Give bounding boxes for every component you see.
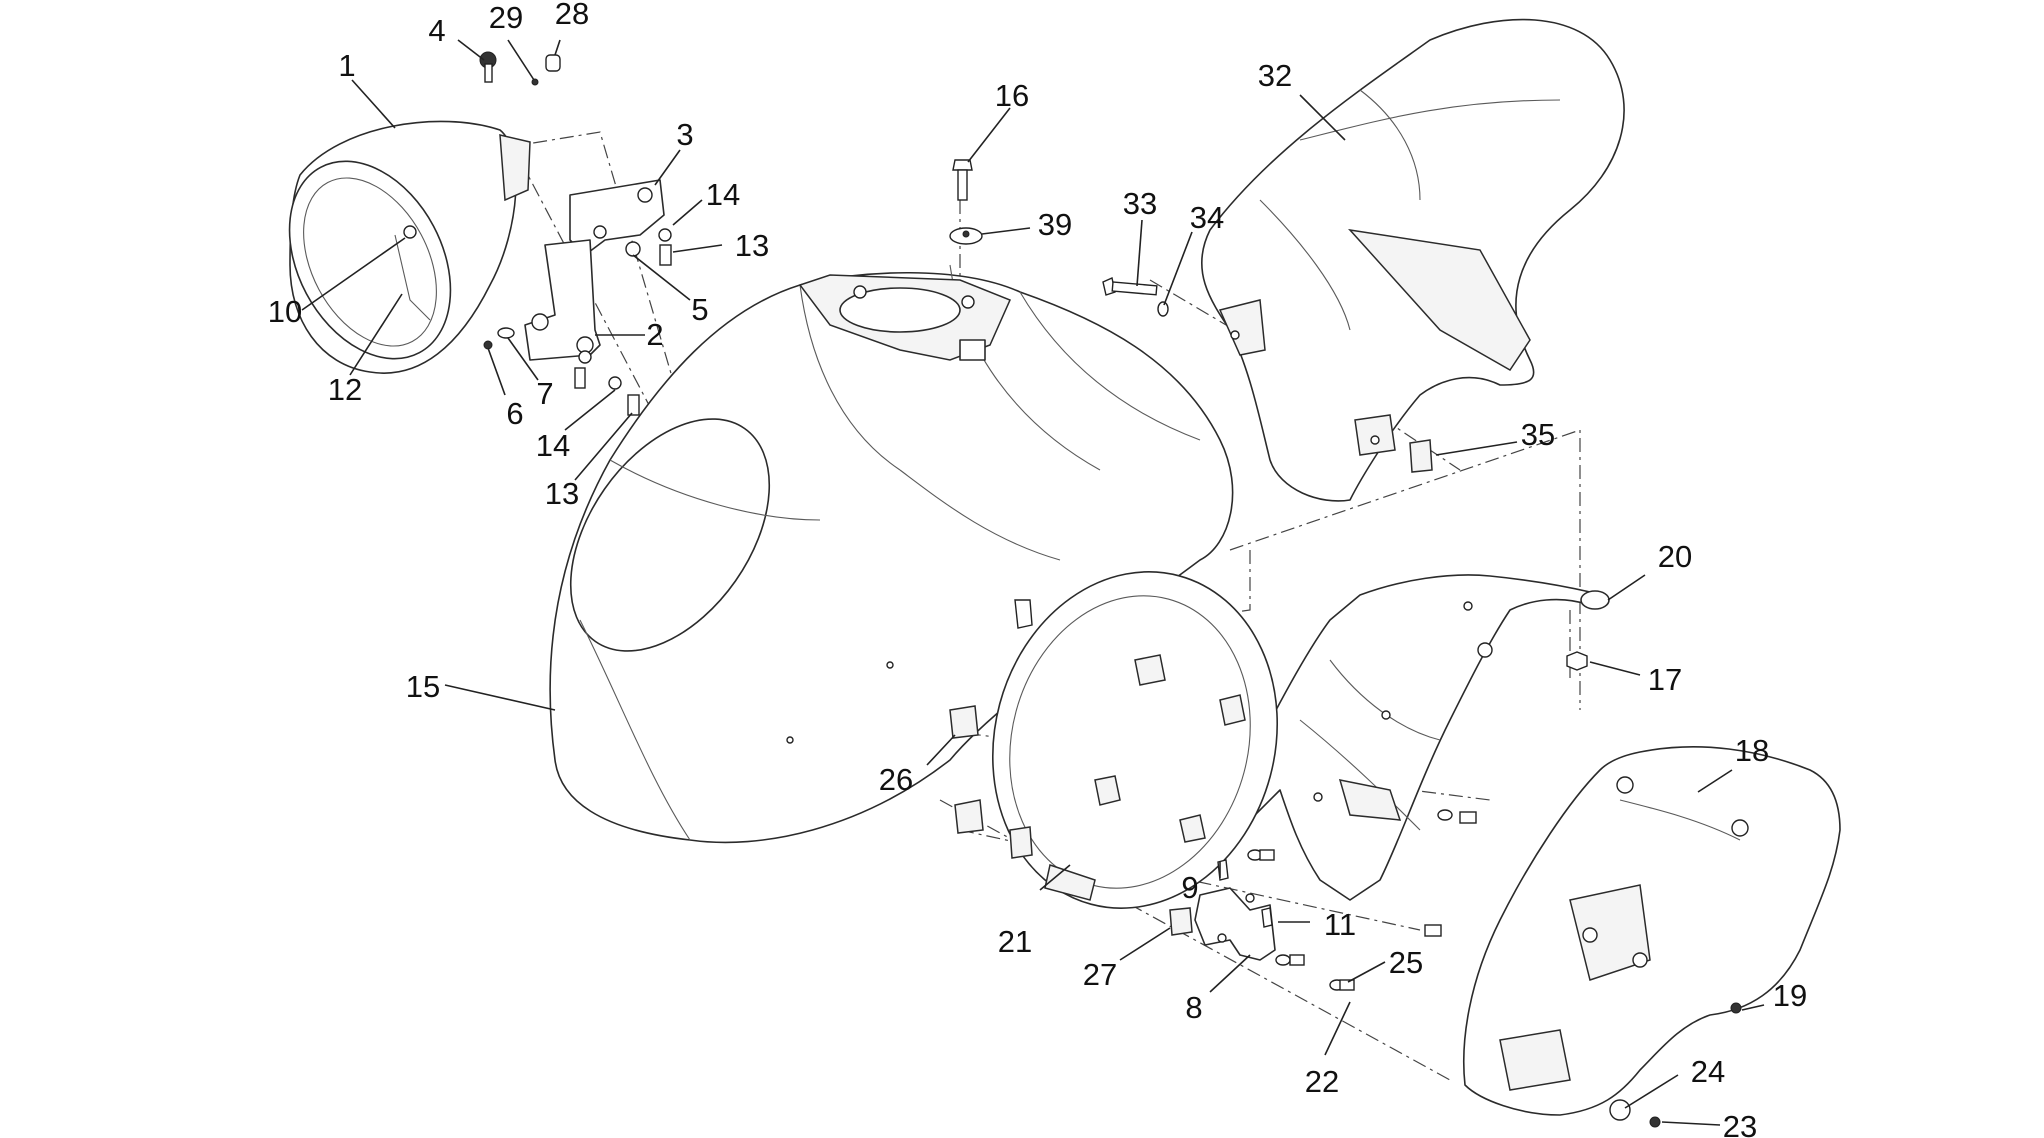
callout-13b: 13 xyxy=(545,476,579,511)
callout-33: 33 xyxy=(1123,186,1157,221)
callout-22: 22 xyxy=(1305,1064,1339,1099)
callout-4: 4 xyxy=(428,13,445,48)
callout-13a: 13 xyxy=(735,228,769,263)
mudguard-clip xyxy=(1409,439,1433,473)
callout-24: 24 xyxy=(1691,1054,1725,1089)
lower-cover xyxy=(1462,746,1841,1128)
leader-lines xyxy=(301,39,1765,1126)
callout-20: 20 xyxy=(1658,539,1692,574)
callout-6: 6 xyxy=(506,396,523,431)
mudguard-support xyxy=(1224,574,1610,901)
speed-nut-clips xyxy=(949,705,1193,936)
headlight-bracket-upper xyxy=(569,179,665,256)
callout-28: 28 xyxy=(555,0,589,31)
callout-29: 29 xyxy=(489,0,523,35)
callout-34: 34 xyxy=(1190,200,1224,235)
callout-27: 27 xyxy=(1083,957,1117,992)
callout-14a: 14 xyxy=(706,177,740,212)
callout-1: 1 xyxy=(338,48,355,83)
headlight-hardware xyxy=(479,51,672,416)
callout-19: 19 xyxy=(1773,978,1807,1013)
callout-7: 7 xyxy=(536,376,553,411)
headlight-shell xyxy=(288,120,531,374)
callout-16: 16 xyxy=(995,78,1029,113)
headlight-ring xyxy=(991,571,1279,909)
callout-8: 8 xyxy=(1185,990,1202,1025)
mudguard-bolt xyxy=(1102,277,1169,317)
callout-18: 18 xyxy=(1735,733,1769,768)
callout-11: 11 xyxy=(1324,907,1356,942)
callout-39: 39 xyxy=(1038,207,1072,242)
top-screw xyxy=(949,159,983,245)
support-nut xyxy=(1566,651,1588,671)
callout-5: 5 xyxy=(691,292,708,327)
callout-2: 2 xyxy=(646,317,663,352)
callout-3: 3 xyxy=(676,117,693,152)
callout-35: 35 xyxy=(1521,417,1555,452)
callout-25: 25 xyxy=(1389,945,1423,980)
callout-26: 26 xyxy=(879,762,913,797)
callout-32: 32 xyxy=(1258,58,1292,93)
rear-mudguard xyxy=(1200,18,1625,502)
callout-23: 23 xyxy=(1723,1109,1757,1138)
callout-14b: 14 xyxy=(536,428,570,463)
headlight-bracket-lower xyxy=(524,239,601,361)
callout-15: 15 xyxy=(406,669,440,704)
callout-10: 10 xyxy=(268,294,302,329)
front-fairing xyxy=(549,264,1234,844)
callout-12: 12 xyxy=(328,372,362,407)
callout-9: 9 xyxy=(1181,870,1198,905)
callout-labels: 1 2 3 4 5 6 7 8 9 10 11 12 13 13 14 14 1… xyxy=(268,0,1807,1138)
callout-17: 17 xyxy=(1648,662,1682,697)
callout-21: 21 xyxy=(998,924,1032,959)
mounting-plate xyxy=(1194,809,1477,991)
